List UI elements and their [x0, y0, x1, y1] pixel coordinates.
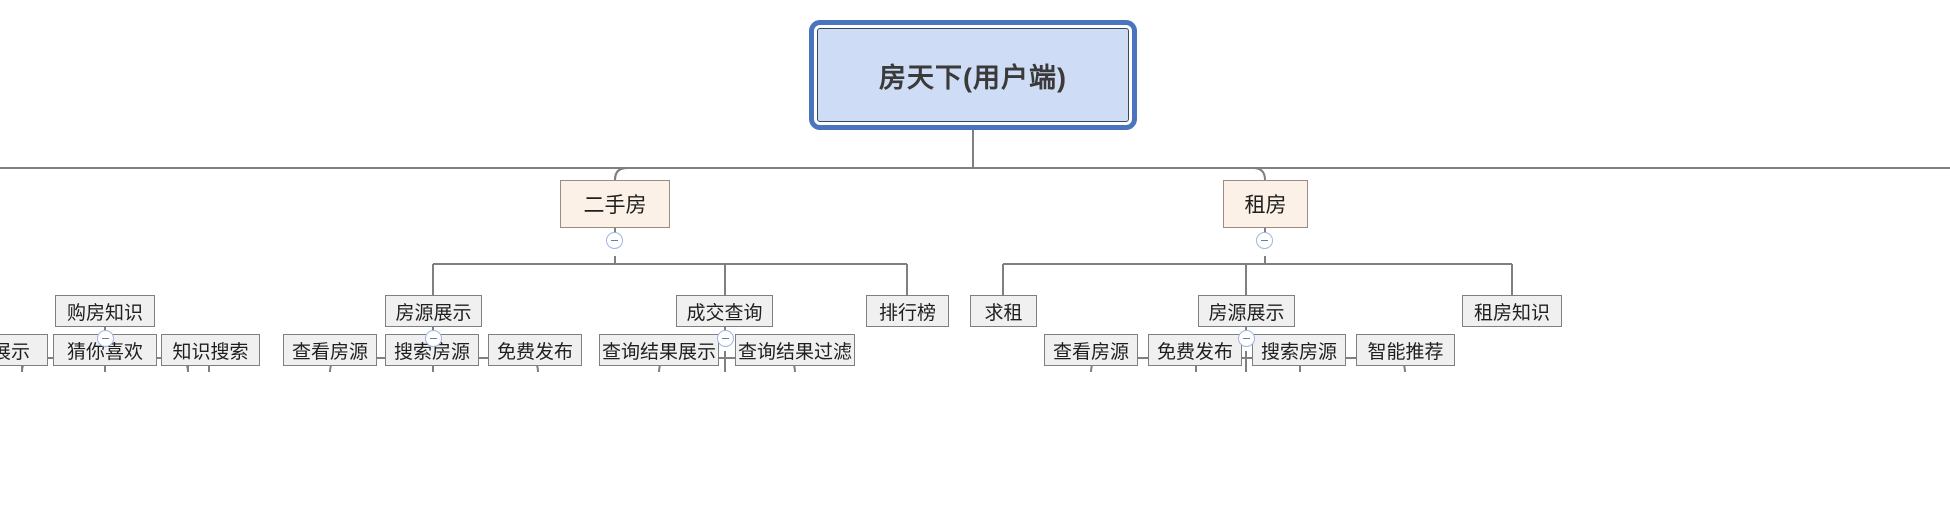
node-sousuofangyuan-zufang[interactable]: 搜索房源 — [1252, 334, 1346, 366]
node-chakanfangyuan-zufang[interactable]: 查看房源 — [1044, 334, 1138, 366]
root-node[interactable]: 房天下(用户端) — [809, 20, 1137, 130]
node-label: 知识搜索 — [172, 341, 249, 363]
node-qiuzu[interactable]: 求租 — [970, 295, 1037, 327]
node-fangyuanzhanshi-zufang[interactable]: 房源展示 — [1198, 295, 1295, 327]
node-mianfeifabu-zufang[interactable]: 免费发布 — [1148, 334, 1242, 366]
node-label: 智能推荐 — [1367, 341, 1444, 363]
category-node-ershoufang[interactable]: 二手房 — [560, 180, 670, 228]
node-fangyuanzhanshi-ershoufang[interactable]: 房源展示 — [385, 295, 482, 327]
node-chaxunjieguozhanshi[interactable]: 查询结果展示 — [599, 334, 719, 366]
node-label: 求租 — [984, 302, 1023, 324]
node-chengjiaochaxun[interactable]: 成交查询 — [676, 295, 773, 327]
node-label: 查询结果过滤 — [737, 341, 852, 363]
root-node-label: 房天下(用户端) — [879, 62, 1067, 93]
node-mianfeifabu-ershoufang[interactable]: 免费发布 — [488, 334, 582, 366]
node-label: 免费发布 — [1156, 341, 1233, 363]
node-label: 排行榜 — [878, 302, 936, 324]
node-label: 查看房源 — [1052, 341, 1129, 363]
collapse-toggle-zufang[interactable] — [1256, 232, 1273, 249]
node-label: 查看房源 — [291, 341, 368, 363]
category-node-zufang[interactable]: 租房 — [1223, 180, 1308, 228]
node-chakanfangyuan-ershoufang[interactable]: 查看房源 — [283, 334, 377, 366]
node-label: 成交查询 — [686, 302, 763, 324]
node-label: 搜索房源 — [1260, 341, 1337, 363]
node-label: 展示 — [0, 341, 30, 363]
category-node-label: 二手房 — [583, 194, 647, 217]
node-paihangbang[interactable]: 排行榜 — [866, 295, 949, 327]
collapse-toggle-ershoufang[interactable] — [606, 232, 623, 249]
node-chaxunjieguoguolv[interactable]: 查询结果过滤 — [735, 334, 855, 366]
node-label: 房源展示 — [395, 302, 472, 324]
collapse-toggle-goufangzhishi[interactable] — [97, 330, 114, 347]
node-label: 房源展示 — [1208, 302, 1285, 324]
node-label: 购房知识 — [66, 302, 143, 324]
collapse-toggle-chengjiaochaxun[interactable] — [717, 330, 734, 347]
collapse-toggle-fangyuanzhanshi-ershoufang[interactable] — [425, 330, 442, 347]
node-zhinengtuijian[interactable]: 智能推荐 — [1356, 334, 1455, 366]
node-label: 查询结果展示 — [601, 341, 716, 363]
node-zufangzhishi[interactable]: 租房知识 — [1462, 295, 1562, 327]
node-label: 免费发布 — [496, 341, 573, 363]
node-zhanshi[interactable]: 展示 — [0, 334, 48, 366]
category-node-label: 租房 — [1244, 194, 1287, 217]
node-goufangzhishi[interactable]: 购房知识 — [55, 295, 155, 327]
collapse-toggle-fangyuanzhanshi-zufang[interactable] — [1238, 330, 1255, 347]
node-zhishisousuo[interactable]: 知识搜索 — [161, 334, 260, 366]
node-label: 租房知识 — [1473, 302, 1550, 324]
